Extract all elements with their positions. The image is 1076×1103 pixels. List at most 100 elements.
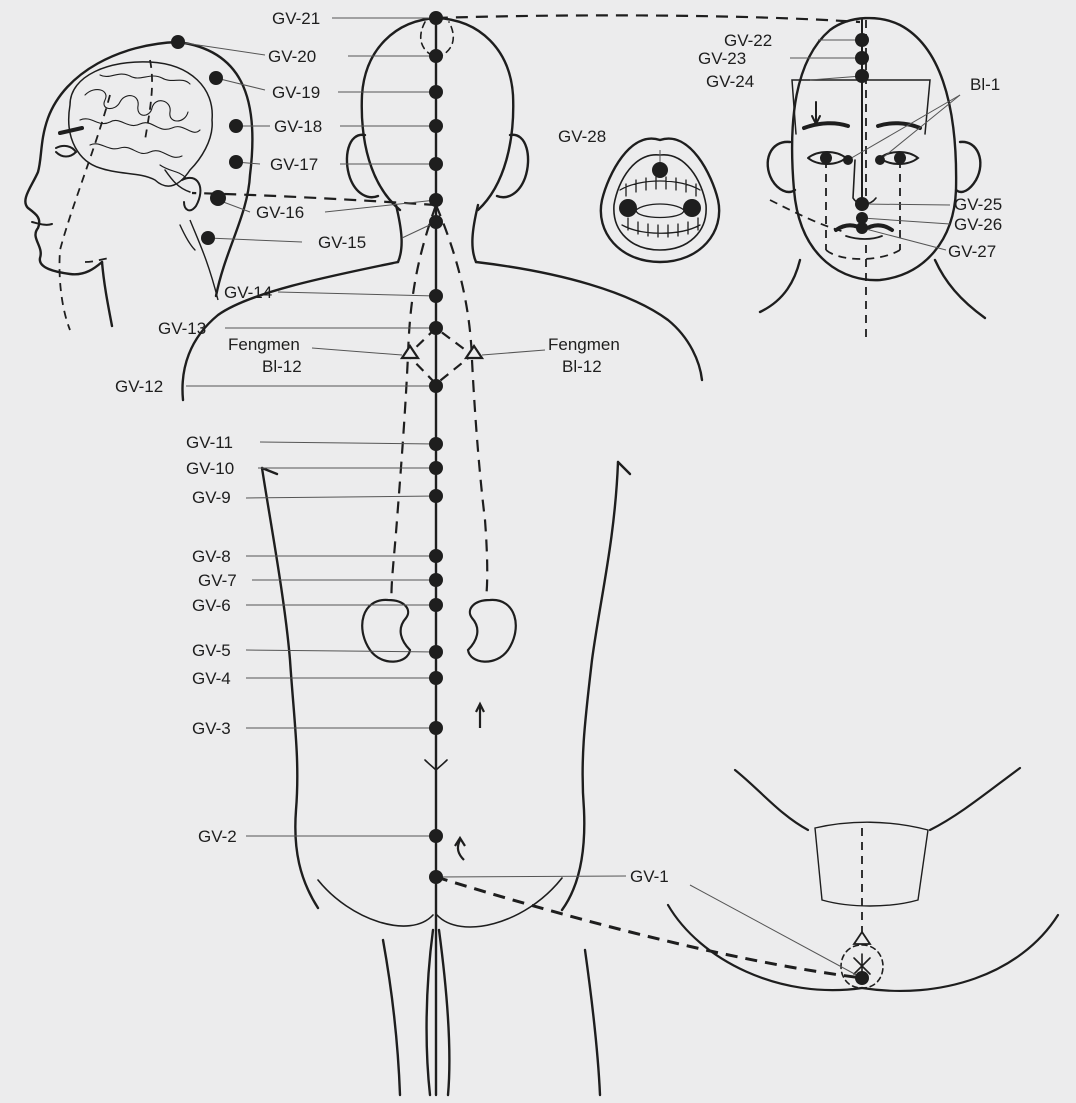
point-perineum-gv-1 [855, 971, 869, 985]
inner-leg-right [439, 930, 449, 1095]
front-left-pupil [820, 152, 832, 164]
label-fengmen-right-name: Fengmen [548, 335, 620, 354]
fengmen-junction [402, 328, 482, 384]
point-gv-18 [429, 119, 443, 133]
label-gv-20: GV-20 [268, 47, 316, 66]
label-gv-11: GV-11 [186, 433, 233, 452]
label-gv-26: GV-26 [954, 215, 1002, 234]
right-leg [585, 950, 600, 1095]
label-gv-15: GV-15 [318, 233, 366, 252]
label-gv-28: GV-28 [558, 127, 606, 146]
right-flank [562, 462, 618, 910]
point-gv-7 [429, 573, 443, 587]
point-labels: GV-21 GV-20 GV-19 GV-18 GV-17 GV-16 GV-1… [115, 9, 1002, 886]
front-neck-right [935, 260, 985, 318]
label-gv-27: GV-27 [948, 242, 996, 261]
channel-head-to-face [436, 15, 860, 22]
point-gv-23 [855, 51, 869, 65]
label-gv-24: GV-24 [706, 72, 754, 91]
label-gv-9: GV-9 [192, 488, 231, 507]
inner-leg-left [427, 930, 433, 1095]
point-gv-2 [429, 829, 443, 843]
point-gv-11 [429, 437, 443, 451]
front-face-figure [760, 18, 985, 318]
label-gv-5: GV-5 [192, 641, 231, 660]
channel-left-to-kidney [391, 205, 436, 605]
point-gv-1 [429, 870, 443, 884]
channel-neck-to-brain [192, 193, 436, 205]
front-right-pupil [894, 152, 906, 164]
side-brow [60, 128, 82, 133]
front-nose-ridge [853, 160, 876, 204]
neck-left [396, 205, 402, 262]
left-shoulder-arm [182, 262, 398, 400]
fengmen-left-marker [402, 346, 418, 358]
side-head-back-line [190, 220, 218, 300]
side-point-gv-18 [229, 119, 243, 133]
side-mouth [32, 222, 52, 225]
label-gv-12: GV-12 [115, 377, 163, 396]
label-gv-19: GV-19 [272, 83, 320, 102]
side-eye [56, 146, 76, 157]
label-gv-10: GV-10 [186, 459, 234, 478]
left-flank-notch [262, 468, 277, 474]
side-jaw-line [180, 225, 195, 250]
front-left-ear [768, 142, 795, 192]
side-point-gv-19 [209, 71, 223, 85]
perineum-marker [854, 932, 870, 944]
label-gv-14: GV-14 [224, 283, 272, 302]
point-gv-10 [429, 461, 443, 475]
front-face-internal-paths [770, 20, 900, 340]
point-gv-22 [855, 33, 869, 47]
side-face-profile [25, 42, 178, 274]
label-gv-18: GV-18 [274, 117, 322, 136]
label-gv-23: GV-23 [698, 49, 746, 68]
brainstem [165, 170, 190, 192]
point-gv-3 [429, 721, 443, 735]
left-ear [347, 135, 378, 197]
side-point-gv-15 [201, 231, 215, 245]
side-point-gv-17 [229, 155, 243, 169]
front-down-arrow-icon [812, 102, 820, 124]
label-gv-22: GV-22 [724, 31, 772, 50]
point-gv-15 [429, 215, 443, 229]
point-gv-6 [429, 598, 443, 612]
back-head-outline [362, 18, 513, 210]
point-gv-28 [652, 162, 668, 178]
front-right-brow [878, 123, 920, 128]
label-fengmen-right-code: Bl-12 [562, 357, 602, 376]
point-gv-21 [429, 11, 443, 25]
label-gv-6: GV-6 [192, 596, 231, 615]
label-gv-8: GV-8 [192, 547, 231, 566]
upper-teeth [620, 177, 700, 196]
channel-coccyx-to-perineum [436, 877, 862, 978]
channel-right-to-kidney [436, 205, 487, 605]
front-mouth [846, 236, 882, 239]
label-bl-1: Bl-1 [970, 75, 1000, 94]
left-leg [383, 940, 400, 1095]
point-bl-1-left [843, 155, 853, 165]
side-neck [102, 262, 112, 326]
label-gv-7: GV-7 [198, 571, 237, 590]
point-gv-17 [429, 157, 443, 171]
point-gv-12 [429, 379, 443, 393]
label-gv-16: GV-16 [256, 203, 304, 222]
front-left-brow [804, 123, 848, 128]
front-right-ear [956, 142, 980, 192]
perineum-shoulder-left [735, 770, 808, 830]
label-gv-1: GV-1 [630, 867, 669, 886]
mouth-left-molar [619, 199, 637, 217]
point-gv-24 [855, 69, 869, 83]
point-gv-8 [429, 549, 443, 563]
perineum-shoulder-right [930, 768, 1020, 830]
point-gv-25 [855, 197, 869, 211]
label-gv-25: GV-25 [954, 195, 1002, 214]
label-gv-21: GV-21 [272, 9, 320, 28]
right-kidney [468, 600, 516, 662]
point-gv-19 [429, 85, 443, 99]
point-gv-5 [429, 645, 443, 659]
point-gv-9 [429, 489, 443, 503]
side-point-gv-16 [210, 190, 226, 206]
label-gv-4: GV-4 [192, 669, 231, 688]
